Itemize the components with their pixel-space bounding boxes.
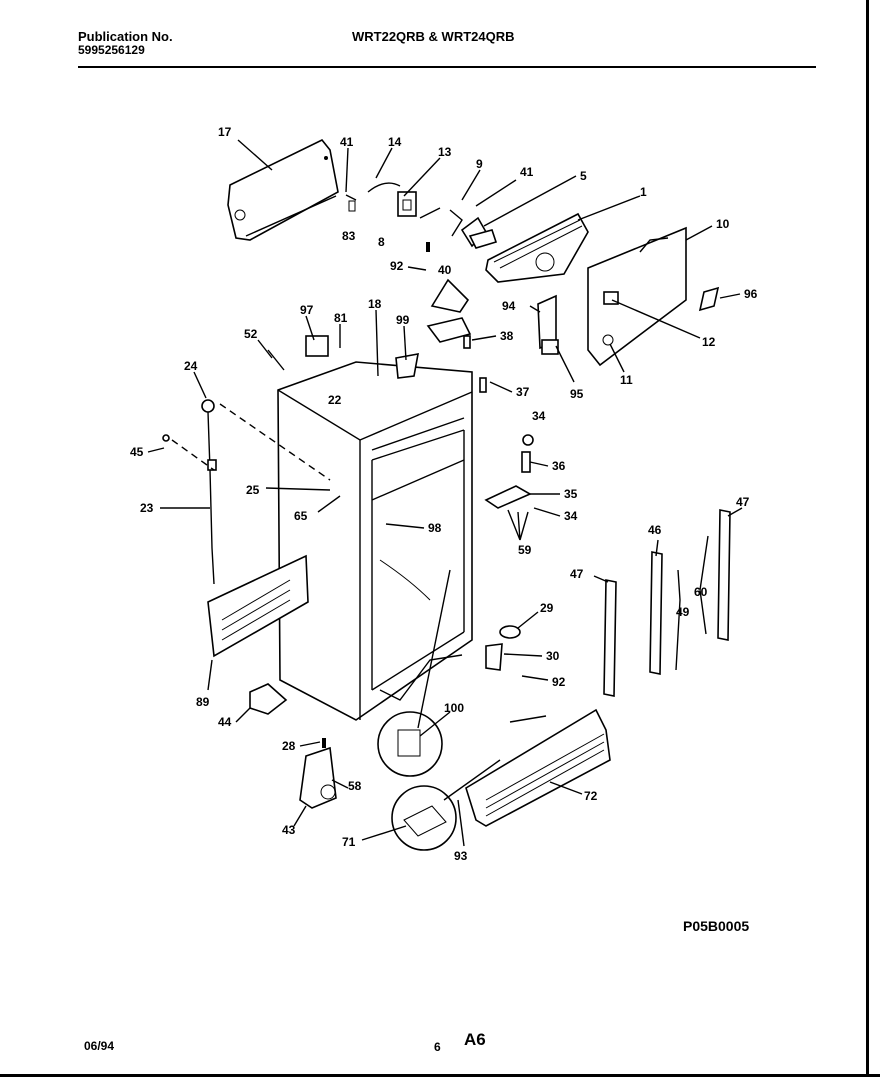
callout-8: 8 bbox=[378, 235, 385, 249]
callout-98: 98 bbox=[428, 521, 442, 535]
callout-43: 43 bbox=[282, 823, 296, 837]
small-parts bbox=[267, 335, 487, 393]
callout-17: 17 bbox=[218, 125, 232, 139]
shelf-rails bbox=[603, 509, 731, 697]
callout-65: 65 bbox=[294, 509, 308, 523]
model-numbers: WRT22QRB & WRT24QRB bbox=[352, 29, 515, 44]
part-96-shape bbox=[698, 286, 720, 312]
callout-83: 83 bbox=[342, 229, 356, 243]
callout-45: 45 bbox=[130, 445, 144, 459]
callout-46: 46 bbox=[648, 523, 662, 537]
callout-35: 35 bbox=[564, 487, 578, 501]
fan-motor-part bbox=[449, 209, 498, 249]
callout-9: 9 bbox=[476, 157, 483, 171]
callout-labels: 17 41 14 13 9 41 5 1 10 96 12 11 95 94 3… bbox=[130, 125, 758, 863]
evaporator-coil-part bbox=[485, 212, 589, 283]
callout-97: 97 bbox=[300, 303, 314, 317]
callout-41b: 41 bbox=[520, 165, 534, 179]
callout-1: 1 bbox=[640, 185, 647, 199]
hinge-part-29-30 bbox=[485, 625, 521, 671]
callout-12: 12 bbox=[702, 335, 716, 349]
callout-14: 14 bbox=[388, 135, 402, 149]
callout-25: 25 bbox=[246, 483, 260, 497]
callout-72: 72 bbox=[584, 789, 598, 803]
page-border-right bbox=[866, 0, 869, 1077]
callout-18: 18 bbox=[368, 297, 382, 311]
control-housing-part bbox=[207, 554, 309, 658]
callout-29: 29 bbox=[540, 601, 554, 615]
callout-47: 47 bbox=[736, 495, 750, 509]
callout-38: 38 bbox=[500, 329, 514, 343]
callout-52: 52 bbox=[244, 327, 258, 341]
evaporator-cover-part bbox=[227, 138, 339, 241]
callout-23: 23 bbox=[140, 501, 154, 515]
callout-92: 92 bbox=[390, 259, 404, 273]
bracket-parts bbox=[345, 182, 441, 219]
footer-date: 06/94 bbox=[84, 1039, 115, 1053]
callout-44: 44 bbox=[218, 715, 232, 729]
publication-number: 5995256129 bbox=[78, 43, 145, 57]
hinge-part-43 bbox=[299, 738, 337, 809]
shelf-support-35 bbox=[484, 434, 534, 509]
callout-95: 95 bbox=[570, 387, 584, 401]
callout-28: 28 bbox=[282, 739, 296, 753]
damper-control-part bbox=[426, 242, 472, 349]
callout-22: 22 bbox=[328, 393, 342, 407]
callout-92b: 92 bbox=[552, 675, 566, 689]
callout-60: 60 bbox=[694, 585, 708, 599]
callout-11: 11 bbox=[620, 373, 633, 387]
publication-label: Publication No. bbox=[78, 29, 173, 44]
part-44-shape bbox=[249, 683, 288, 715]
callout-5: 5 bbox=[580, 169, 587, 183]
leader-lines bbox=[147, 139, 743, 847]
callout-41: 41 bbox=[340, 135, 354, 149]
callout-36: 36 bbox=[552, 459, 566, 473]
kick-plate-grille bbox=[465, 708, 611, 827]
diagram-code: P05B0005 bbox=[683, 918, 750, 934]
callout-59: 59 bbox=[518, 543, 532, 557]
callout-96: 96 bbox=[744, 287, 758, 301]
callout-94: 94 bbox=[502, 299, 516, 313]
drain-tube-part bbox=[162, 399, 331, 585]
callout-93: 93 bbox=[454, 849, 468, 863]
callout-100: 100 bbox=[444, 701, 464, 715]
callout-30: 30 bbox=[546, 649, 560, 663]
callout-47b: 47 bbox=[570, 567, 584, 581]
callout-99: 99 bbox=[396, 313, 410, 327]
page-border-bottom bbox=[0, 1074, 880, 1077]
detail-circle-71 bbox=[391, 759, 501, 851]
callout-71: 71 bbox=[342, 835, 356, 849]
callout-40: 40 bbox=[438, 263, 452, 277]
callout-13: 13 bbox=[438, 145, 452, 159]
callout-81: 81 bbox=[334, 311, 348, 325]
part-94-95-shape bbox=[537, 294, 559, 355]
footer-page-number: 6 bbox=[434, 1040, 441, 1054]
callout-49: 49 bbox=[676, 605, 690, 619]
callout-89: 89 bbox=[196, 695, 210, 709]
callout-10: 10 bbox=[716, 217, 730, 231]
cabinet-liner bbox=[277, 361, 473, 721]
callout-58: 58 bbox=[348, 779, 362, 793]
callout-34b: 34 bbox=[564, 509, 578, 523]
rear-panel-part bbox=[587, 226, 687, 367]
detail-circle-100 bbox=[377, 569, 451, 777]
callout-24: 24 bbox=[184, 359, 198, 373]
header-rule bbox=[78, 66, 816, 68]
callout-37: 37 bbox=[516, 385, 530, 399]
callout-34: 34 bbox=[532, 409, 546, 423]
footer-section: A6 bbox=[464, 1030, 486, 1049]
